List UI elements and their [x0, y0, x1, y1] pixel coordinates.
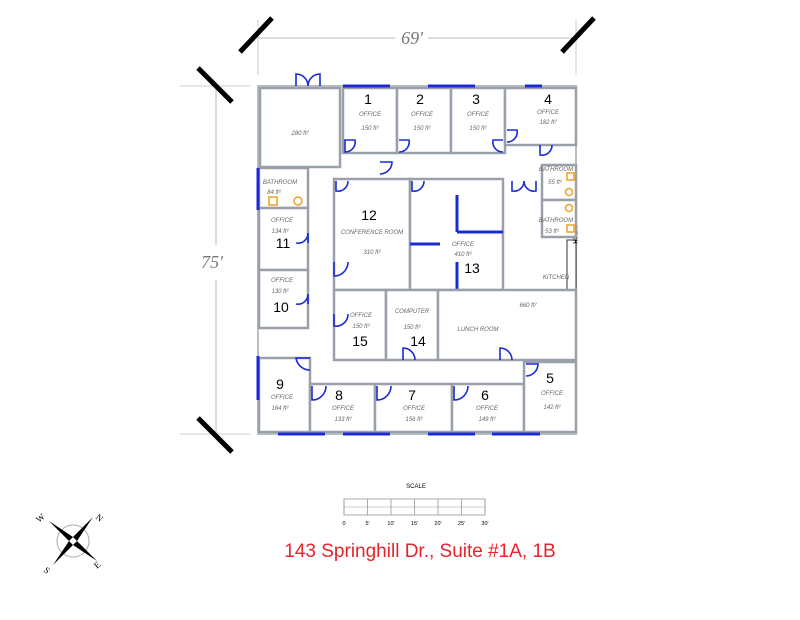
svg-text:8: 8: [335, 387, 343, 403]
svg-text:149 ft²: 149 ft²: [478, 417, 496, 423]
svg-text:LUNCH ROOM: LUNCH ROOM: [457, 327, 498, 333]
svg-text:CONFERENCE ROOM: CONFERENCE ROOM: [341, 230, 403, 236]
svg-text:6: 6: [481, 387, 489, 403]
svg-text:15: 15: [352, 333, 368, 349]
svg-text:3: 3: [472, 91, 480, 107]
svg-text:OFFICE: OFFICE: [350, 313, 373, 319]
room-1: 1 OFFICE 150 ft²: [341, 86, 399, 155]
svg-text:150 ft²: 150 ft²: [352, 324, 370, 330]
doors: [295, 73, 553, 401]
svg-text:COMPUTER: COMPUTER: [395, 309, 430, 315]
dimension-height: 75': [180, 66, 250, 454]
dimension-width: 69': [238, 16, 596, 75]
scale-tick-label: 30': [481, 521, 488, 527]
windows: [256, 84, 542, 436]
room-5: 5 OFFICE 142 ft²: [522, 360, 578, 434]
room-6: 6 OFFICE 149 ft²: [450, 382, 526, 434]
svg-text:BATHROOM: BATHROOM: [263, 180, 297, 186]
svg-text:5: 5: [546, 370, 554, 386]
scale-tick-label: 15': [411, 521, 418, 527]
room-7: 7 OFFICE 156 ft²: [373, 382, 454, 434]
scale-tick-label: 10': [387, 521, 394, 527]
svg-text:SCALE: SCALE: [406, 484, 426, 490]
scale-tick-label: 0: [342, 521, 345, 527]
svg-text:OFFICE: OFFICE: [359, 112, 382, 118]
svg-text:KITCHEN: KITCHEN: [543, 275, 570, 281]
svg-text:156 ft²: 156 ft²: [405, 417, 423, 423]
scale-bar: SCALE 0 5' 10' 15' 20' 25' 30': [342, 484, 488, 527]
svg-text:OFFICE: OFFICE: [541, 391, 564, 397]
svg-text:150 ft²: 150 ft²: [469, 126, 487, 132]
svg-text:OFFICE: OFFICE: [467, 112, 490, 118]
svg-text:133 ft²: 133 ft²: [334, 417, 352, 423]
svg-text:S: S: [42, 565, 52, 576]
room-13: OFFICE 410 ft² 13: [408, 177, 505, 292]
room-14: COMPUTER 150 ft² 14: [384, 288, 440, 362]
restroom-right-top: BATHROOM 55 ft²: [539, 163, 578, 202]
svg-text:OFFICE: OFFICE: [476, 406, 499, 412]
svg-text:150 ft²: 150 ft²: [413, 126, 431, 132]
room-11: OFFICE 134 ft² 11: [257, 206, 310, 272]
room-8: 8 OFFICE 133 ft²: [308, 382, 377, 434]
svg-text:OFFICE: OFFICE: [537, 110, 560, 116]
svg-text:9: 9: [276, 376, 284, 392]
compass-rose-icon: N E S W: [34, 511, 106, 576]
svg-text:W: W: [34, 511, 47, 524]
room-12: 12 CONFERENCE ROOM 310 ft²: [332, 177, 412, 292]
sink-icon: [293, 196, 303, 206]
width-label: 69': [401, 28, 424, 48]
svg-text:E: E: [92, 559, 103, 571]
svg-text:OFFICE: OFFICE: [271, 278, 294, 284]
height-label: 75': [201, 252, 224, 272]
svg-text:410 ft²: 410 ft²: [454, 252, 472, 258]
svg-text:7: 7: [408, 387, 416, 403]
svg-text:10: 10: [273, 299, 289, 315]
svg-text:84 ft²: 84 ft²: [267, 190, 282, 196]
svg-text:53 ft²: 53 ft²: [545, 229, 560, 235]
svg-text:164 ft²: 164 ft²: [271, 406, 289, 412]
svg-text:4: 4: [544, 91, 552, 107]
svg-text:150 ft²: 150 ft²: [361, 126, 379, 132]
svg-text:142 ft²: 142 ft²: [543, 405, 561, 411]
room-2: 2 OFFICE 150 ft²: [395, 86, 453, 155]
scale-tick-label: 5': [365, 521, 369, 527]
svg-text:BATHROOM: BATHROOM: [539, 218, 573, 224]
room-9: 9 OFFICE 164 ft²: [257, 356, 312, 434]
lunch-room: 660 ft² LUNCH ROOM: [436, 288, 578, 362]
restroom-left: BATHROOM 84 ft²: [257, 166, 310, 210]
svg-text:OFFICE: OFFICE: [332, 406, 355, 412]
svg-text:OFFICE: OFFICE: [452, 242, 475, 248]
room-15: OFFICE 150 ft² 15: [332, 288, 388, 362]
svg-text:55 ft²: 55 ft²: [548, 180, 563, 186]
svg-text:13: 13: [464, 260, 480, 276]
svg-text:11: 11: [276, 235, 291, 251]
svg-text:14: 14: [410, 333, 426, 349]
svg-text:N: N: [94, 512, 106, 524]
scale-tick-label: 20': [434, 521, 441, 527]
room-10: OFFICE 130 ft² 10: [257, 268, 310, 330]
svg-text:130 ft²: 130 ft²: [271, 289, 289, 295]
room-storage: 280 ft²: [258, 86, 342, 169]
svg-text:OFFICE: OFFICE: [411, 112, 434, 118]
svg-text:150 ft²: 150 ft²: [403, 325, 421, 331]
svg-text:2: 2: [416, 91, 424, 107]
svg-text:12: 12: [361, 207, 377, 223]
address-title: 143 Springhill Dr., Suite #1A, 1B: [284, 541, 556, 562]
svg-text:134 ft²: 134 ft²: [271, 229, 289, 235]
svg-text:660 ft²: 660 ft²: [519, 303, 537, 309]
svg-text:OFFICE: OFFICE: [271, 395, 294, 401]
svg-text:310 ft²: 310 ft²: [363, 250, 381, 256]
svg-text:1: 1: [364, 91, 372, 107]
restroom-right-bottom: BATHROOM 53 ft²: [539, 198, 578, 239]
svg-text:182 ft²: 182 ft²: [539, 120, 557, 126]
svg-text:BATHROOM: BATHROOM: [539, 167, 573, 173]
svg-text:280 ft²: 280 ft²: [290, 131, 309, 137]
svg-text:OFFICE: OFFICE: [271, 218, 294, 224]
room-3: 3 OFFICE 150 ft²: [449, 86, 507, 155]
svg-text:OFFICE: OFFICE: [403, 406, 426, 412]
toilet-icon: [268, 196, 278, 206]
scale-tick-label: 25': [458, 521, 465, 527]
